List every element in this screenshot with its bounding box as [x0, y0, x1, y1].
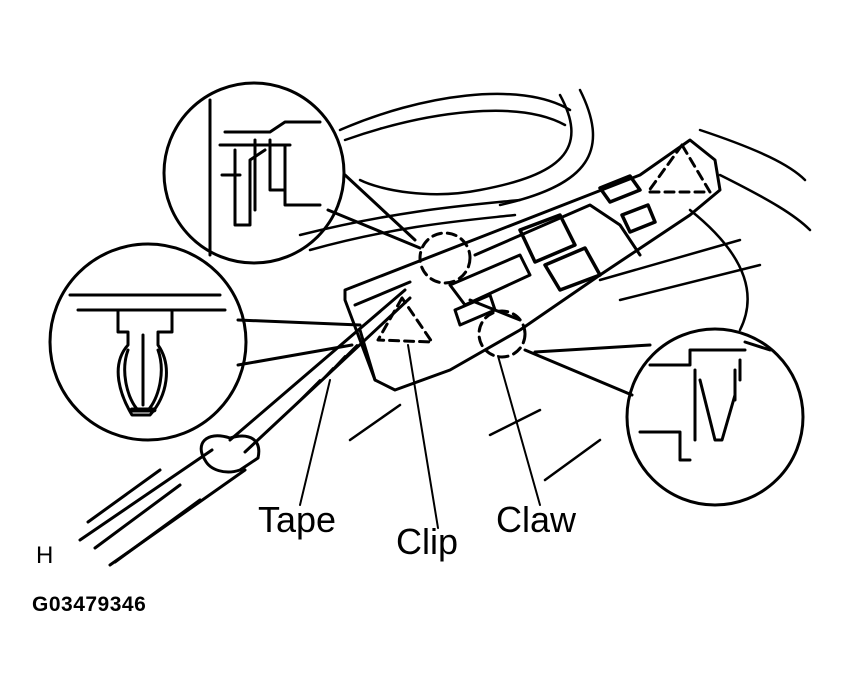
dashed-markers [376, 143, 712, 359]
tape-label: Tape [258, 499, 337, 540]
view-marker-label: H [36, 542, 54, 569]
clip-label: Clip [396, 521, 459, 562]
leader-lines [299, 344, 541, 529]
screwdriver [78, 288, 412, 567]
detail-circle-clip [48, 242, 362, 442]
switch-panel [343, 138, 722, 392]
detail-circle-top [162, 81, 422, 265]
detail-circle-claw [523, 327, 805, 507]
claw-label: Claw [496, 499, 577, 540]
figure-code: G03479346 [32, 593, 147, 616]
door-trim-lines [298, 88, 812, 482]
